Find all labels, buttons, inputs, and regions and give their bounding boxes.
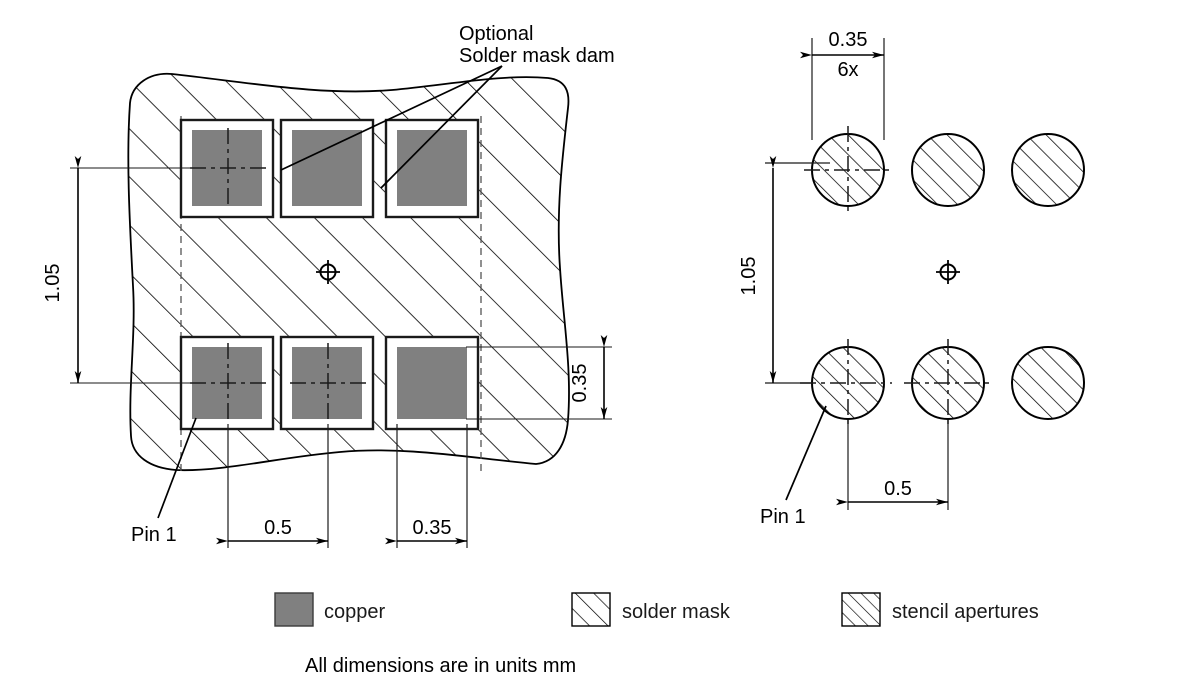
optional-label-line1: Optional (459, 23, 534, 45)
copper-pad (292, 130, 362, 206)
pad-centerlines (190, 128, 366, 423)
copper-swatch (274, 592, 314, 627)
dimension-label-1-05-right: 1.05 (738, 257, 760, 296)
aperture-top-right (1011, 133, 1085, 207)
dimension-1-05-left: 1.05 (42, 156, 82, 383)
legend-label-copper: copper (324, 601, 385, 623)
dimension-0-35-pad-height: 0.35 (569, 335, 608, 419)
aperture-row-bottom (811, 346, 1085, 420)
datum-origin-marker (316, 260, 340, 284)
pin1-leader-right (785, 405, 827, 501)
dimension-label-0-35-pad-width: 0.35 (413, 517, 452, 539)
dimension-label-0-35-pad-height: 0.35 (569, 364, 591, 403)
legend-item-copper: copper (274, 592, 385, 627)
dimension-1-05-right: 1.05 (738, 156, 830, 384)
left-land-pattern-view: 1.05 0.35 0.5 0.35 Optional (42, 23, 615, 548)
pad-bottom-right (384, 335, 480, 431)
pin1-leader-left (157, 417, 197, 519)
leader-dam-2 (380, 65, 503, 189)
solder-mask-swatch (571, 592, 611, 627)
dimension-0-35-pad-width: 0.35 (385, 517, 467, 545)
legend-label-solder-mask: solder mask (622, 601, 731, 623)
aperture-top-middle (911, 133, 985, 207)
right-stencil-view: 0.35 6x 1.05 0.5 Pin 1 (738, 29, 1085, 528)
legend-item-solder-mask: solder mask (571, 592, 731, 627)
aperture-count-label: 6x (837, 59, 858, 81)
dimension-0-5-aperture-pitch: 0.5 (836, 420, 949, 510)
units-caption: All dimensions are in units mm (305, 655, 576, 675)
dimension-label-0-5-pitch: 0.5 (264, 517, 292, 539)
stencil-aperture-swatch (841, 592, 881, 627)
leader-dam-1 (280, 65, 503, 171)
dimension-label-1-05-left: 1.05 (42, 264, 64, 303)
bottom-extension-lines (227, 424, 468, 548)
copper-pad (397, 347, 467, 419)
aperture-centerlines (800, 126, 992, 427)
legend: copper solder mask stencil apertures (274, 592, 1039, 627)
pin1-label-right: Pin 1 (760, 506, 806, 528)
solder-mask-dam-leaders (280, 65, 503, 189)
copper-pad (397, 130, 467, 206)
dimension-0-35-aperture: 0.35 6x (800, 29, 885, 140)
row-centerlines (70, 167, 612, 420)
legend-item-stencil-apertures: stencil apertures (841, 592, 1039, 627)
datum-origin-marker-right (936, 260, 960, 284)
aperture-bottom-right (1011, 346, 1085, 420)
aperture-row-top (811, 133, 1085, 207)
solder-mask-dam-label: Solder mask dam (459, 45, 615, 67)
pin1-label-left: Pin 1 (131, 524, 177, 546)
dimension-0-5-pitch: 0.5 (216, 517, 328, 545)
legend-label-stencil-apertures: stencil apertures (892, 601, 1039, 623)
pad-top-middle (279, 118, 375, 219)
dimension-label-0-35-aperture: 0.35 (829, 29, 868, 51)
dimension-label-0-5-aperture-pitch: 0.5 (884, 478, 912, 500)
